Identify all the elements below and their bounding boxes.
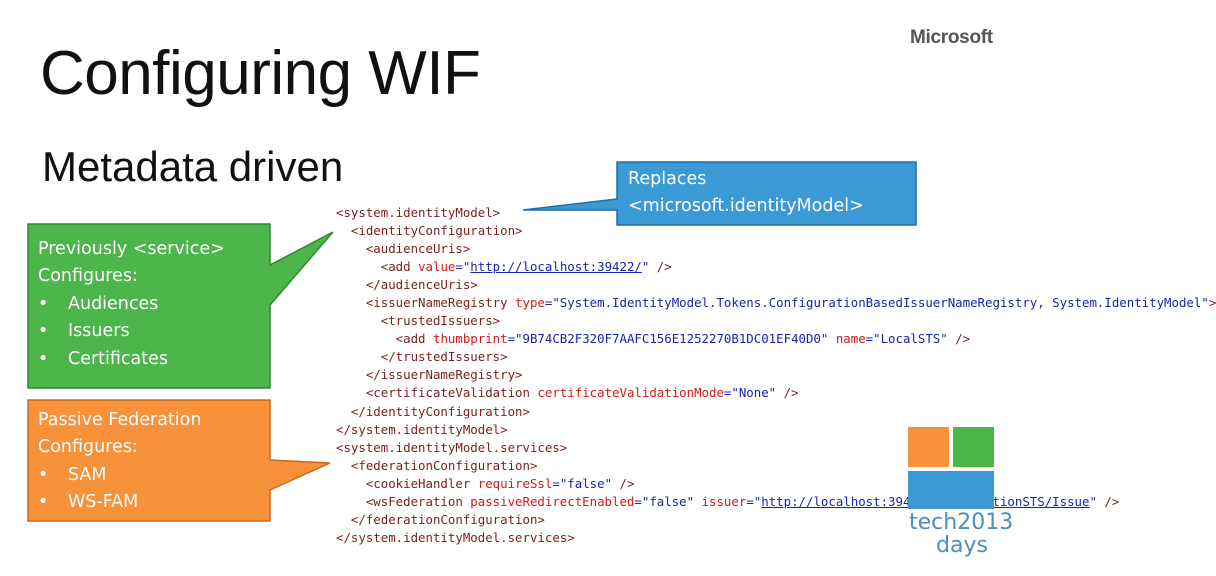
code-line: <certificateValidation certificateValida… [336, 384, 882, 402]
orange-tile [908, 427, 949, 467]
code-line: <identityConfiguration> [336, 222, 882, 240]
code-token: <federationConfiguration> [336, 457, 538, 473]
code-token: </system.identityModel> [336, 421, 508, 437]
code-token: </issuerNameRegistry> [336, 367, 523, 383]
green-tile [953, 427, 994, 467]
code-token: /> [947, 331, 971, 347]
tech-word: tech [909, 510, 958, 535]
orange-callout: Passive Federation Configures: SAM WS-FA… [38, 407, 266, 517]
code-line: <wsFederation passiveRedirectEnabled="fa… [336, 493, 1120, 511]
code-line: <add value="http://localhost:39422/" /> [336, 258, 882, 276]
code-line: <cookieHandler requireSsl="false" /> [336, 475, 882, 493]
code-line: </system.identityModel.services> [336, 529, 882, 547]
code-line: </identityConfiguration> [336, 403, 882, 421]
code-token: </federationConfiguration> [336, 511, 545, 527]
orange-callout-line1: Passive Federation [38, 410, 202, 430]
green-callout: Previously <service> Configures: Audienc… [38, 236, 266, 373]
code-line: </system.identityModel> [336, 421, 882, 439]
code-token: </system.identityModel.services> [336, 529, 575, 545]
green-callout-item: Certificates [38, 346, 266, 374]
code-line: <add thumbprint="9B74CB2F320F7AAFC156E12… [336, 330, 970, 348]
code-token: issuer [701, 493, 747, 509]
techdays-logo-tiles [908, 427, 994, 509]
green-callout-item: Audiences [38, 291, 266, 319]
code-line: <federationConfiguration> [336, 457, 882, 475]
code-token: " [1089, 493, 1097, 509]
green-callout-line1: Previously <service> [38, 239, 225, 259]
code-token: requireSsl [477, 475, 553, 491]
config-code-block: <system.identityModel> <identityConfigur… [336, 204, 1216, 547]
days-word: days [936, 533, 988, 558]
code-token: =" [455, 259, 471, 275]
slide-title: Configuring WIF [40, 39, 481, 108]
code-token: <system.identityModel> [336, 205, 501, 220]
year-text: 2013 [957, 510, 1014, 535]
code-line: </issuerNameRegistry> [336, 366, 882, 384]
code-token: certificateValidationMode [537, 385, 724, 401]
code-token: <audienceUris> [336, 241, 471, 257]
code-token: value [418, 259, 456, 275]
code-token: <wsFederation [336, 493, 471, 509]
code-token: thumbprint [432, 331, 508, 347]
code-token: /> [1096, 493, 1120, 509]
microsoft-logo: Microsoft [910, 27, 993, 48]
code-token: <trustedIssuers> [336, 313, 501, 329]
code-token: > [1208, 295, 1216, 311]
code-token: ="false" [552, 475, 613, 491]
code-token: <add [336, 259, 419, 275]
blue-callout-line1: Replaces [628, 169, 707, 189]
code-token: </audienceUris> [336, 277, 478, 293]
code-token: ="System.IdentityModel.Tokens.Configurat… [544, 295, 1209, 311]
blue-tile [908, 471, 994, 509]
code-token: </trustedIssuers> [336, 349, 508, 365]
code-token: /> [612, 475, 635, 491]
green-callout-line2: Configures: [38, 266, 138, 287]
code-token: <issuerNameRegistry [336, 295, 516, 311]
code-token: /> [776, 385, 799, 401]
orange-callout-item: SAM [38, 462, 266, 490]
code-token: </identityConfiguration> [336, 403, 530, 419]
slide-subtitle: Metadata driven [42, 143, 344, 190]
code-line: <system.identityModel.services> [336, 439, 882, 457]
code-token: " [641, 259, 650, 275]
code-token[interactable]: http://localhost:39422/ [470, 259, 642, 275]
code-token: ="None" [723, 385, 777, 401]
blue-callout-line2: <microsoft.identityModel> [628, 196, 864, 216]
green-callout-item: Issuers [38, 318, 266, 346]
orange-callout-item: WS-FAM [38, 489, 266, 517]
code-line: <system.identityModel> [336, 204, 882, 222]
code-line: </audienceUris> [336, 276, 882, 294]
code-token: <cookieHandler [336, 475, 478, 491]
code-token: name [835, 331, 866, 347]
code-token: <identityConfiguration> [336, 223, 523, 239]
code-token: =" [746, 493, 762, 509]
orange-callout-list: SAM WS-FAM [38, 462, 266, 517]
orange-callout-line2: Configures: [38, 437, 138, 458]
code-line: <issuerNameRegistry type="System.Identit… [336, 294, 1216, 312]
code-line: <trustedIssuers> [336, 312, 882, 330]
code-token: <certificateValidation [336, 385, 538, 401]
techdays-logo-text: tech2013 [909, 512, 1013, 534]
code-token: <system.identityModel.services> [336, 439, 568, 455]
code-line: </federationConfiguration> [336, 511, 882, 529]
code-line: <audienceUris> [336, 240, 882, 258]
code-token: /> [649, 259, 672, 275]
code-token: <add [336, 331, 433, 347]
code-token: passiveRedirectEnabled [470, 493, 635, 509]
code-token: ="9B74CB2F320F7AAFC156E1252270B1DC01EF40… [507, 331, 836, 347]
code-token: ="LocalSTS" [865, 331, 948, 347]
code-token: type [515, 295, 545, 311]
code-token: ="false" [634, 493, 702, 509]
blue-callout: Replaces <microsoft.identityModel> [628, 166, 913, 220]
code-line: </trustedIssuers> [336, 348, 882, 366]
green-callout-list: Audiences Issuers Certificates [38, 291, 266, 374]
blue-callout-shape [522, 161, 917, 226]
